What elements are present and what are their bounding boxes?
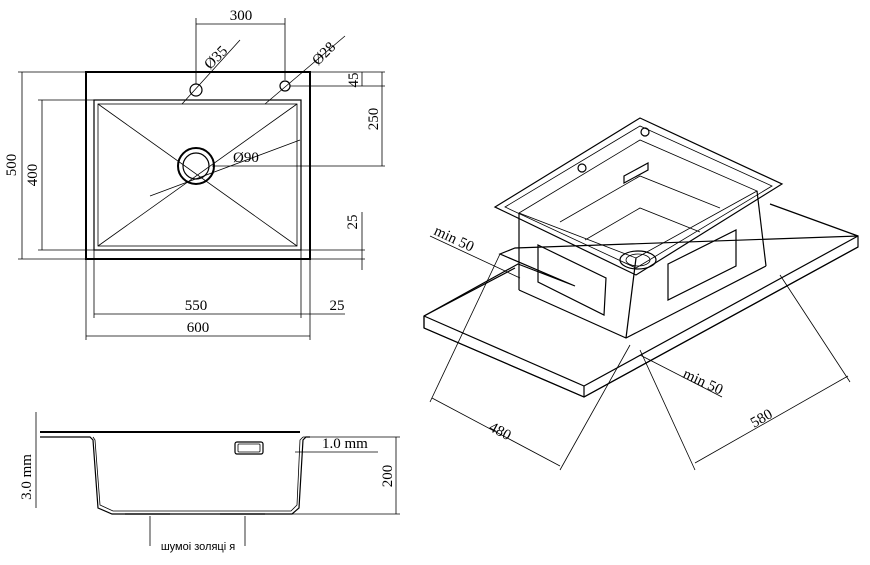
isometric-view: min 50 min 50 480 580 [423, 117, 859, 471]
sink-outline [85, 71, 311, 260]
bowl-inner [97, 103, 298, 247]
dim-hole-spacing: 300 [230, 8, 253, 24]
overflow-slot [234, 441, 264, 455]
dim-side-margin: 25 [330, 298, 345, 314]
dim-cutout-depth: 480 [486, 419, 513, 444]
dim-min-front: min 50 [680, 366, 725, 398]
dim-faucet-hole-diameter: Ø35 [202, 43, 232, 73]
label-noise-insulation: шумоі золяці я [161, 541, 235, 553]
dim-bowl-height: 200 [380, 465, 396, 488]
dim-total-depth: 500 [4, 154, 20, 177]
dim-min-left: min 50 [431, 223, 476, 255]
top-view: 300 Ø35 Ø28 45 250 Ø90 25 500 400 [4, 8, 385, 340]
bowl-outer [93, 99, 302, 251]
dim-drain-diameter: Ø90 [233, 150, 259, 166]
iso-sink-rim [493, 117, 784, 276]
dim-hole-offset: 45 [346, 73, 362, 88]
dim-drain-offset: 250 [366, 108, 382, 131]
section-view: 3.0 mm 1.0 mm 200 шумоі золяці я [19, 412, 400, 553]
dim-total-width: 600 [187, 320, 210, 336]
dim-bowl-width: 550 [185, 298, 208, 314]
dim-tap-hole-diameter: Ø28 [310, 39, 340, 69]
dim-wall-thickness: 1.0 mm [322, 436, 368, 452]
dim-bowl-margin: 25 [345, 215, 361, 230]
dim-sheet-thickness: 3.0 mm [19, 454, 35, 500]
faucet-hole [189, 83, 203, 97]
dim-cutout-width: 580 [748, 406, 775, 431]
dim-bowl-depth: 400 [25, 164, 41, 187]
